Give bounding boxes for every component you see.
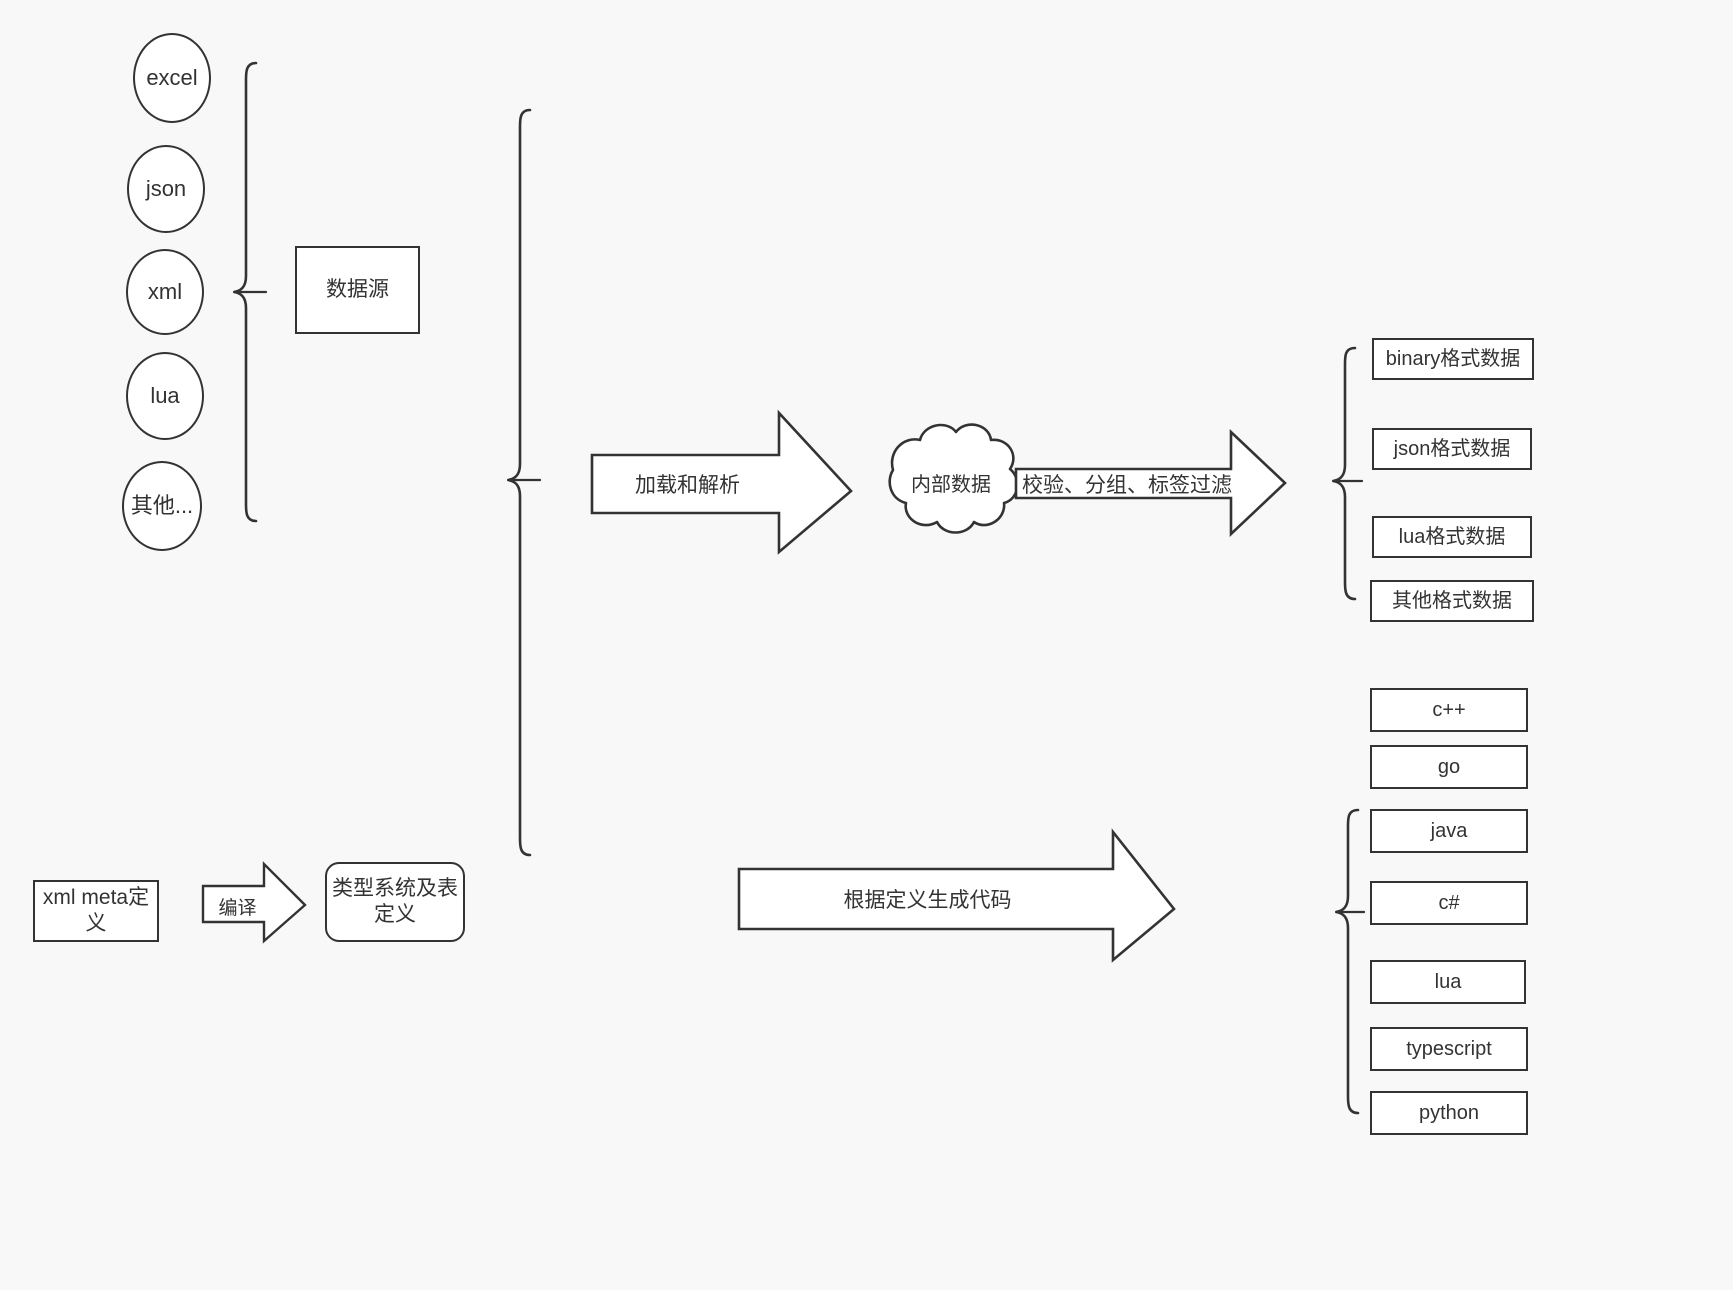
load-parse-arrow-text: 加载和解析	[635, 474, 740, 497]
language-box-typescript[interactable]: typescript	[1370, 1027, 1528, 1071]
xml-meta-definition-label: xml meta定义	[42, 885, 150, 935]
type-system-label: 类型系统及表定义	[332, 876, 458, 926]
source-node-other[interactable]: 其他...	[122, 461, 202, 551]
output-box-label: 其他格式数据	[1392, 589, 1512, 612]
source-node-label: xml	[147, 279, 183, 305]
language-box-go[interactable]: go	[1370, 745, 1528, 789]
validate-filter-arrow-label: 校验、分组、标签过滤	[1022, 470, 1232, 498]
output-box-json[interactable]: json格式数据	[1372, 428, 1532, 470]
compile-arrow-text: 编译	[218, 897, 257, 919]
validate-filter-arrow-text: 校验、分组、标签过滤	[1022, 474, 1232, 497]
generate-code-arrow-text: 根据定义生成代码	[843, 889, 1012, 912]
source-node-label: lua	[150, 383, 180, 409]
language-box-label: python	[1418, 1101, 1480, 1124]
language-box-lua[interactable]: lua	[1370, 960, 1526, 1004]
data-format-brace	[1333, 348, 1362, 599]
output-box-other[interactable]: 其他格式数据	[1370, 580, 1534, 622]
source-node-label: json	[145, 176, 187, 202]
output-box-label: binary格式数据	[1385, 347, 1521, 370]
sources-brace	[234, 63, 266, 521]
language-box-csharp[interactable]: c#	[1370, 881, 1528, 925]
source-node-json[interactable]: json	[127, 145, 205, 233]
output-box-lua[interactable]: lua格式数据	[1372, 516, 1532, 558]
data-source-label: 数据源	[326, 277, 389, 301]
output-box-label: lua格式数据	[1398, 525, 1506, 548]
language-box-label: go	[1437, 755, 1461, 778]
inputs-brace	[508, 110, 540, 855]
output-box-binary[interactable]: binary格式数据	[1372, 338, 1534, 380]
source-node-excel[interactable]: excel	[133, 33, 211, 123]
source-node-label: excel	[146, 65, 198, 91]
load-parse-arrow-label: 加载和解析	[600, 470, 775, 498]
languages-brace	[1336, 810, 1364, 1113]
source-node-xml[interactable]: xml	[126, 249, 204, 335]
source-node-label: 其他...	[130, 493, 194, 519]
language-box-java[interactable]: java	[1370, 809, 1528, 853]
language-box-label: lua	[1434, 970, 1462, 993]
language-box-label: c++	[1432, 698, 1466, 721]
output-box-label: json格式数据	[1393, 437, 1511, 460]
language-box-label: java	[1430, 819, 1468, 842]
type-system-box[interactable]: 类型系统及表定义	[325, 862, 465, 942]
generate-code-arrow-label: 根据定义生成代码	[745, 885, 1110, 913]
language-box-label: c#	[1438, 891, 1460, 914]
language-box-label: typescript	[1406, 1037, 1492, 1060]
xml-meta-definition-box[interactable]: xml meta定义	[33, 880, 159, 942]
internal-data-text: 内部数据	[911, 473, 991, 496]
compile-arrow-label: 编译	[210, 893, 265, 919]
data-source-box[interactable]: 数据源	[295, 246, 420, 334]
language-box-python[interactable]: python	[1370, 1091, 1528, 1135]
internal-data-label: 内部数据	[896, 468, 1006, 496]
source-node-lua[interactable]: lua	[126, 352, 204, 440]
language-box-cpp[interactable]: c++	[1370, 688, 1528, 732]
